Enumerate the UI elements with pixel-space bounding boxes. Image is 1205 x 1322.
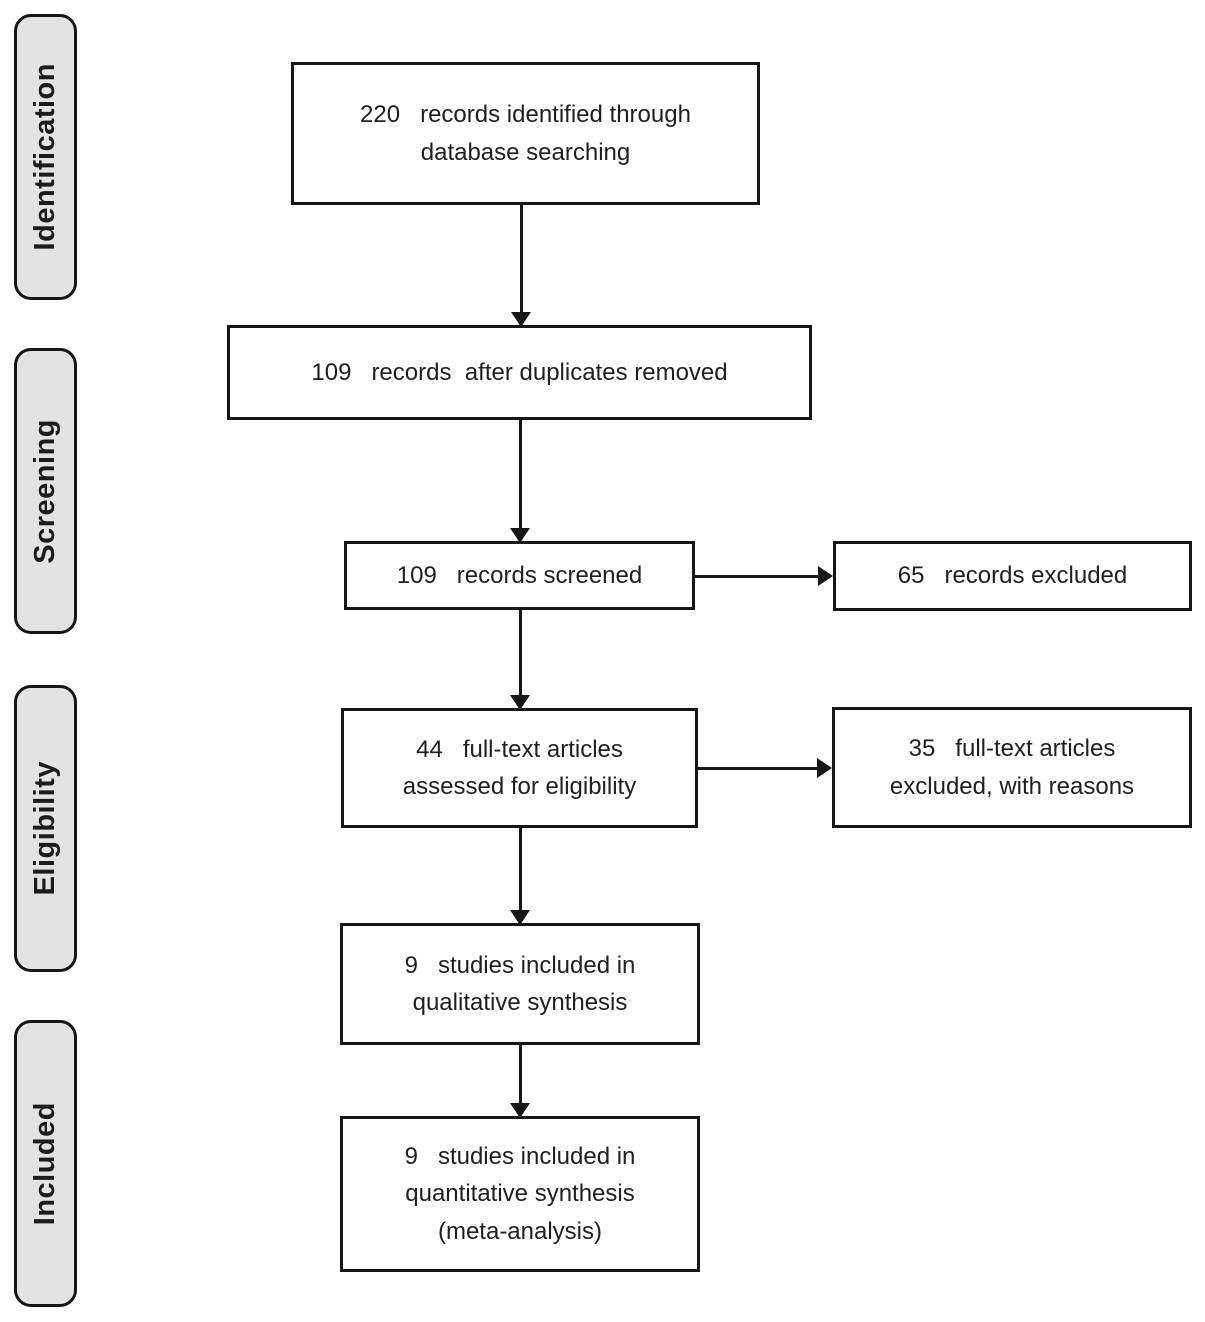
box-qualitative-synthesis: 9 studies included in qualitative synthe… bbox=[340, 923, 700, 1045]
arrow-down-icon bbox=[510, 205, 532, 327]
stage-label-screening: Screening bbox=[14, 348, 77, 634]
box-records-after-duplicates-text: 109 records after duplicates removed bbox=[311, 358, 728, 386]
arrow-right-icon bbox=[698, 757, 832, 779]
arrowhead-down-icon bbox=[511, 312, 531, 327]
arrow-shaft bbox=[518, 420, 522, 530]
stage-label-eligibility-text: Eligibility bbox=[29, 761, 61, 896]
arrow-down-icon bbox=[509, 1045, 531, 1118]
stage-label-screening-text: Screening bbox=[29, 418, 61, 564]
arrow-down-icon bbox=[509, 828, 531, 925]
arrowhead-down-icon bbox=[510, 910, 530, 925]
arrow-shaft bbox=[695, 574, 820, 578]
box-qualitative-synthesis-text: 9 studies included in qualitative synthe… bbox=[404, 951, 636, 1016]
arrowhead-right-icon bbox=[817, 758, 832, 778]
box-fulltext-excluded: 35 full-text articles excluded, with rea… bbox=[832, 707, 1192, 828]
box-records-identified-text: 220 records identified through database … bbox=[360, 101, 691, 166]
box-records-after-duplicates: 109 records after duplicates removed bbox=[227, 325, 812, 420]
arrow-shaft bbox=[519, 205, 523, 314]
box-fulltext-assessed: 44 full-text articles assessed for eligi… bbox=[341, 708, 698, 828]
stage-label-included: Included bbox=[14, 1020, 77, 1307]
box-records-screened-text: 109 records screened bbox=[396, 561, 643, 589]
stage-label-identification: Identification bbox=[14, 14, 77, 300]
box-records-excluded: 65 records excluded bbox=[833, 541, 1192, 611]
arrowhead-down-icon bbox=[510, 695, 530, 710]
arrow-shaft bbox=[518, 610, 522, 697]
arrowhead-down-icon bbox=[510, 528, 530, 543]
box-fulltext-excluded-text: 35 full-text articles excluded, with rea… bbox=[889, 735, 1135, 800]
box-fulltext-assessed-text: 44 full-text articles assessed for eligi… bbox=[402, 735, 637, 800]
arrowhead-right-icon bbox=[818, 566, 833, 586]
arrow-right-icon bbox=[695, 565, 833, 587]
arrow-shaft bbox=[698, 766, 819, 770]
arrow-shaft bbox=[518, 1045, 522, 1105]
arrow-down-icon bbox=[509, 610, 531, 710]
stage-label-identification-text: Identification bbox=[29, 63, 61, 251]
arrowhead-down-icon bbox=[510, 1103, 530, 1118]
arrow-shaft bbox=[518, 828, 522, 912]
stage-label-included-text: Included bbox=[29, 1101, 61, 1226]
stage-label-eligibility: Eligibility bbox=[14, 685, 77, 972]
box-records-identified: 220 records identified through database … bbox=[291, 62, 760, 205]
box-records-screened: 109 records screened bbox=[344, 541, 695, 610]
box-quantitative-synthesis: 9 studies included in quantitative synth… bbox=[340, 1116, 700, 1272]
arrow-down-icon bbox=[509, 420, 531, 543]
box-records-excluded-text: 65 records excluded bbox=[897, 562, 1128, 590]
box-quantitative-synthesis-text: 9 studies included in quantitative synth… bbox=[404, 1143, 636, 1245]
